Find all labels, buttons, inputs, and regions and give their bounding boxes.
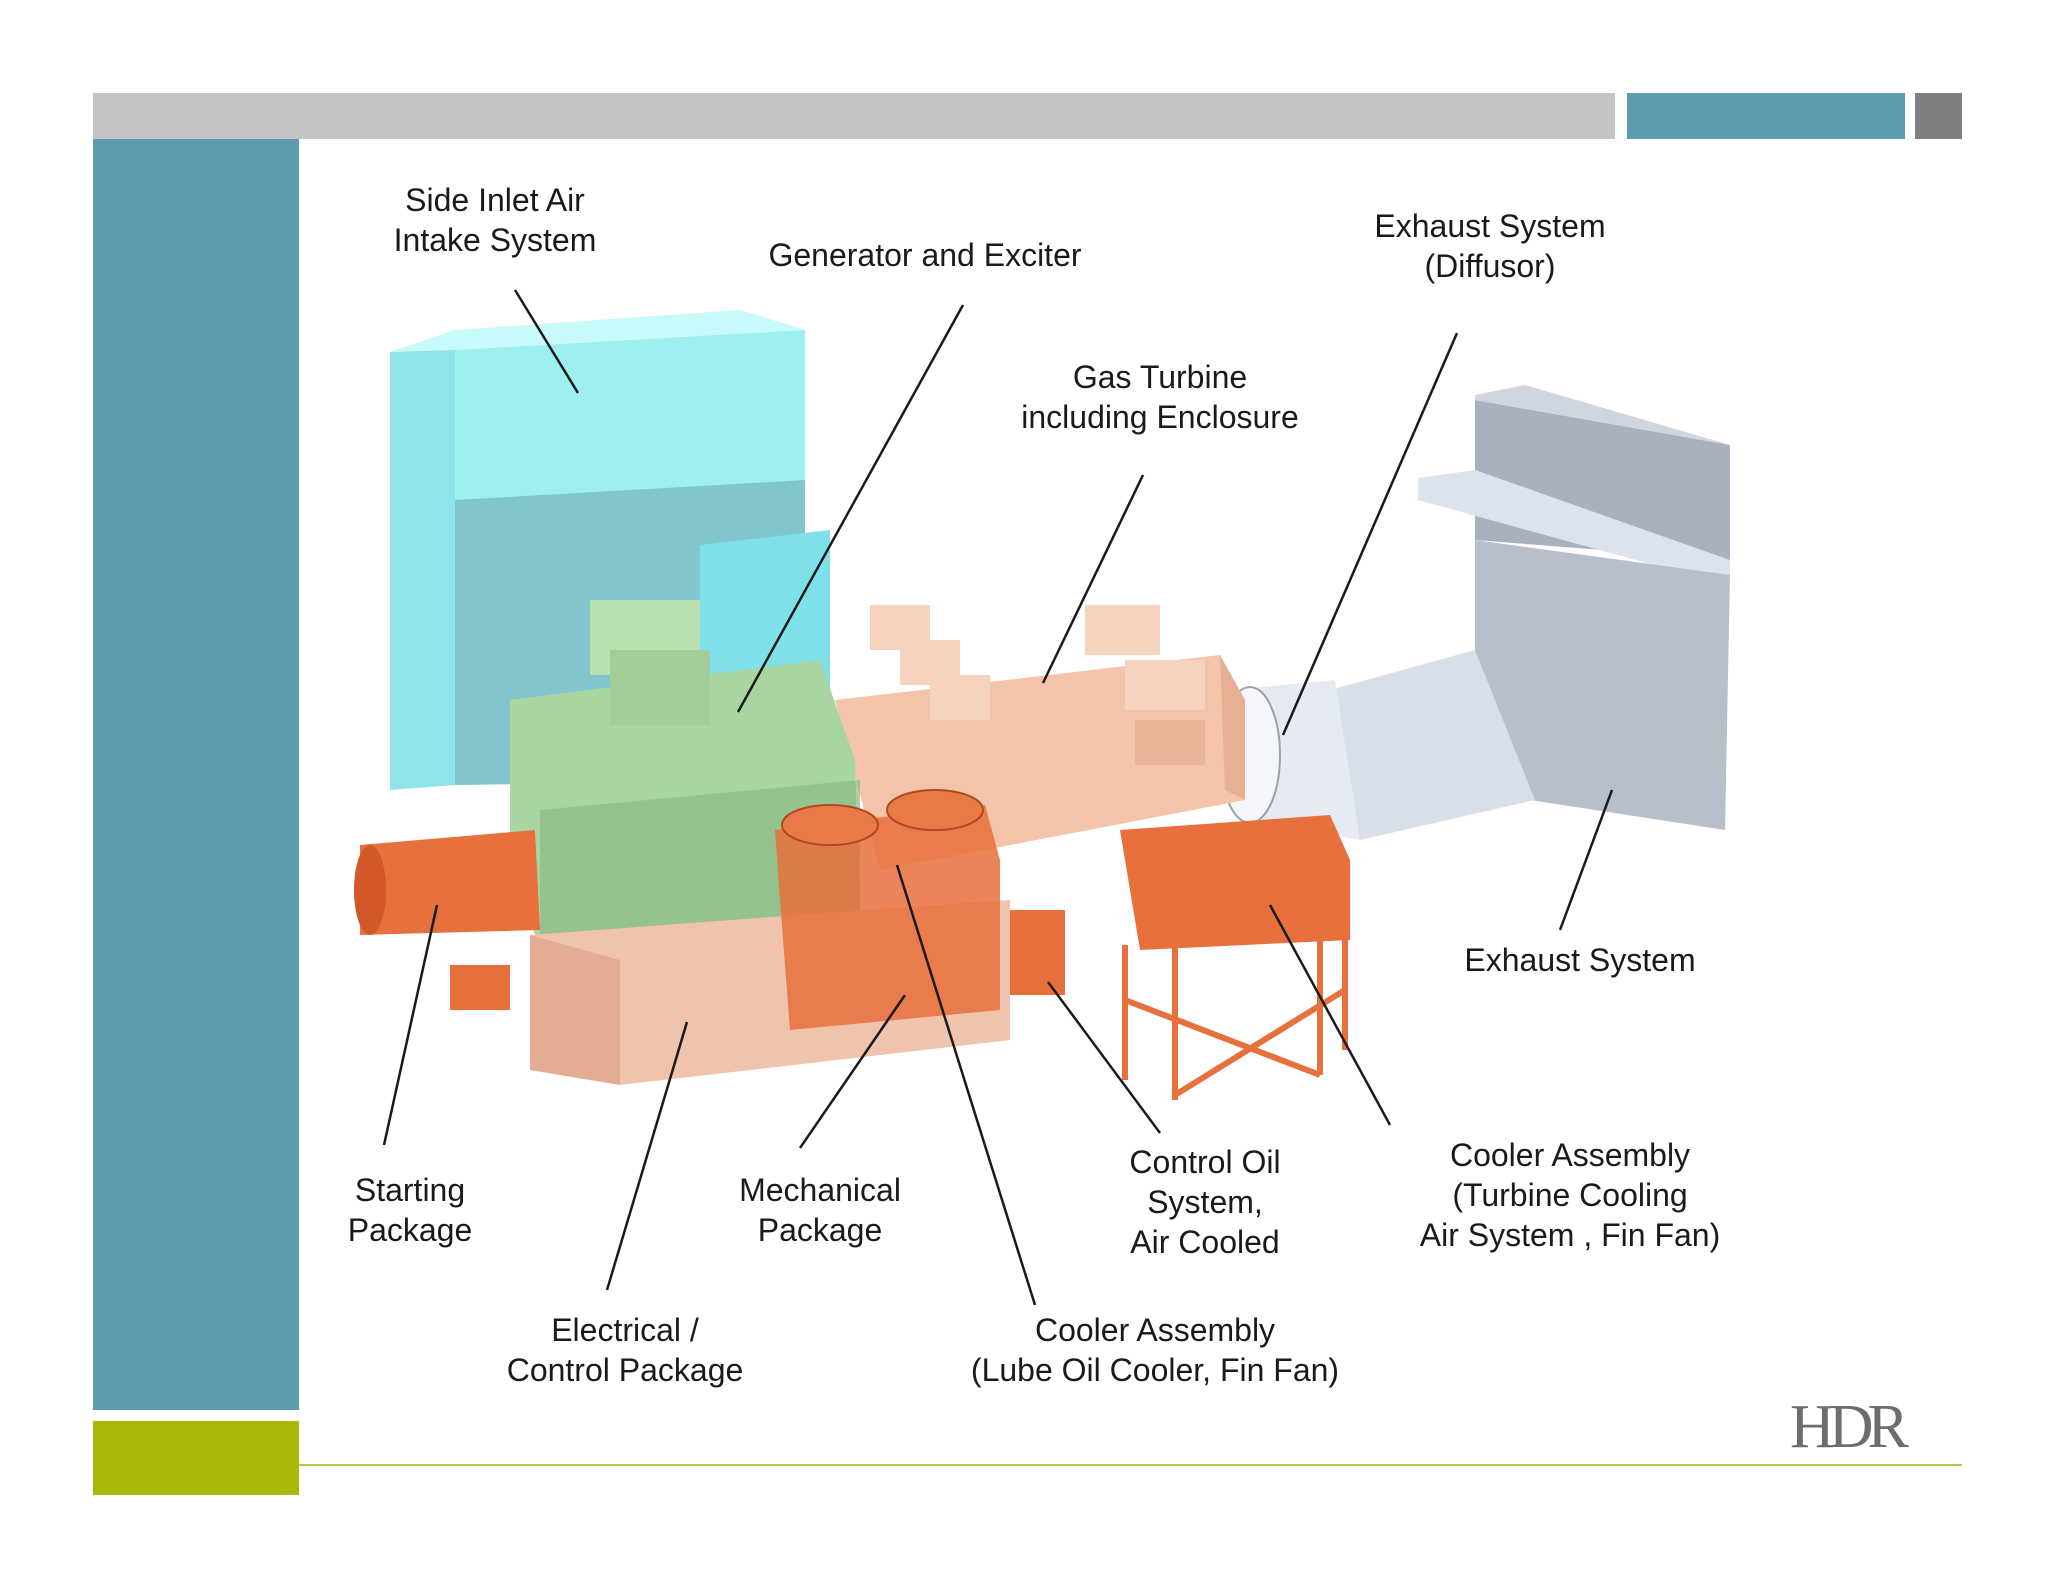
label-side-inlet-line2: Intake System: [393, 222, 597, 258]
label-exhaust-diffusor-line2: (Diffusor): [1424, 248, 1556, 284]
label-side-inlet-line1: Side Inlet Air: [405, 182, 585, 218]
label-starting-line1: Starting: [354, 1172, 466, 1208]
leader-lines: [382, 289, 1614, 1306]
label-mechanical: Mechanical Package: [700, 1170, 940, 1250]
label-cooler-lube-line1: Cooler Assembly: [1034, 1312, 1276, 1348]
label-cooler-turbine-line3: Air System , Fin Fan): [1419, 1217, 1721, 1253]
label-cooler-turbine-line1: Cooler Assembly: [1449, 1137, 1691, 1173]
label-mechanical-line2: Package: [757, 1212, 883, 1248]
label-electrical: Electrical / Control Package: [470, 1310, 780, 1390]
sidebar-olive: [93, 1421, 299, 1495]
header-bar-dark: [1915, 93, 1962, 139]
label-exhaust-diffusor-line1: Exhaust System: [1374, 208, 1606, 244]
label-exhaust-system: Exhaust System: [1430, 940, 1730, 980]
label-side-inlet: Side Inlet Air Intake System: [370, 180, 620, 260]
label-control-oil-line1: Control Oil: [1129, 1144, 1281, 1180]
sidebar-teal: [93, 139, 299, 1410]
label-cooler-lube-line2: (Lube Oil Cooler, Fin Fan): [970, 1352, 1340, 1388]
label-generator: Generator and Exciter: [730, 235, 1120, 275]
exhaust-system-shape: [1219, 385, 1730, 840]
starting-package-shape: [354, 830, 540, 1010]
label-exhaust-system-line1: Exhaust System: [1464, 942, 1696, 978]
label-cooler-lube: Cooler Assembly (Lube Oil Cooler, Fin Fa…: [920, 1310, 1390, 1390]
footer-line: [299, 1464, 1962, 1466]
label-control-oil: Control Oil System, Air Cooled: [1095, 1142, 1315, 1262]
label-gas-turbine: Gas Turbine including Enclosure: [990, 357, 1330, 437]
hdr-logo: HDR: [1790, 1393, 1909, 1461]
label-cooler-turbine: Cooler Assembly (Turbine Cooling Air Sys…: [1380, 1135, 1760, 1255]
label-starting-line2: Package: [347, 1212, 473, 1248]
header-bar-gray: [93, 93, 1615, 139]
label-gas-turbine-line2: including Enclosure: [1021, 399, 1299, 435]
label-gas-turbine-line1: Gas Turbine: [1072, 359, 1248, 395]
label-electrical-line1: Electrical /: [551, 1312, 699, 1348]
label-mechanical-line1: Mechanical: [739, 1172, 901, 1208]
lube-oil-cooler-shape: [775, 789, 1000, 1030]
control-oil-box-shape: [1010, 910, 1065, 995]
label-exhaust-diffusor: Exhaust System (Diffusor): [1340, 206, 1640, 286]
label-starting: Starting Package: [320, 1170, 500, 1250]
label-control-oil-line3: Air Cooled: [1130, 1224, 1280, 1260]
header-bar-teal: [1627, 93, 1905, 139]
label-generator-line1: Generator and Exciter: [768, 237, 1082, 273]
label-control-oil-line2: System,: [1147, 1184, 1263, 1220]
label-cooler-turbine-line2: (Turbine Cooling: [1452, 1177, 1688, 1213]
label-electrical-line2: Control Package: [506, 1352, 744, 1388]
generator-exciter-shape: [510, 600, 860, 945]
turbine-cooler-shape: [1120, 815, 1350, 1100]
